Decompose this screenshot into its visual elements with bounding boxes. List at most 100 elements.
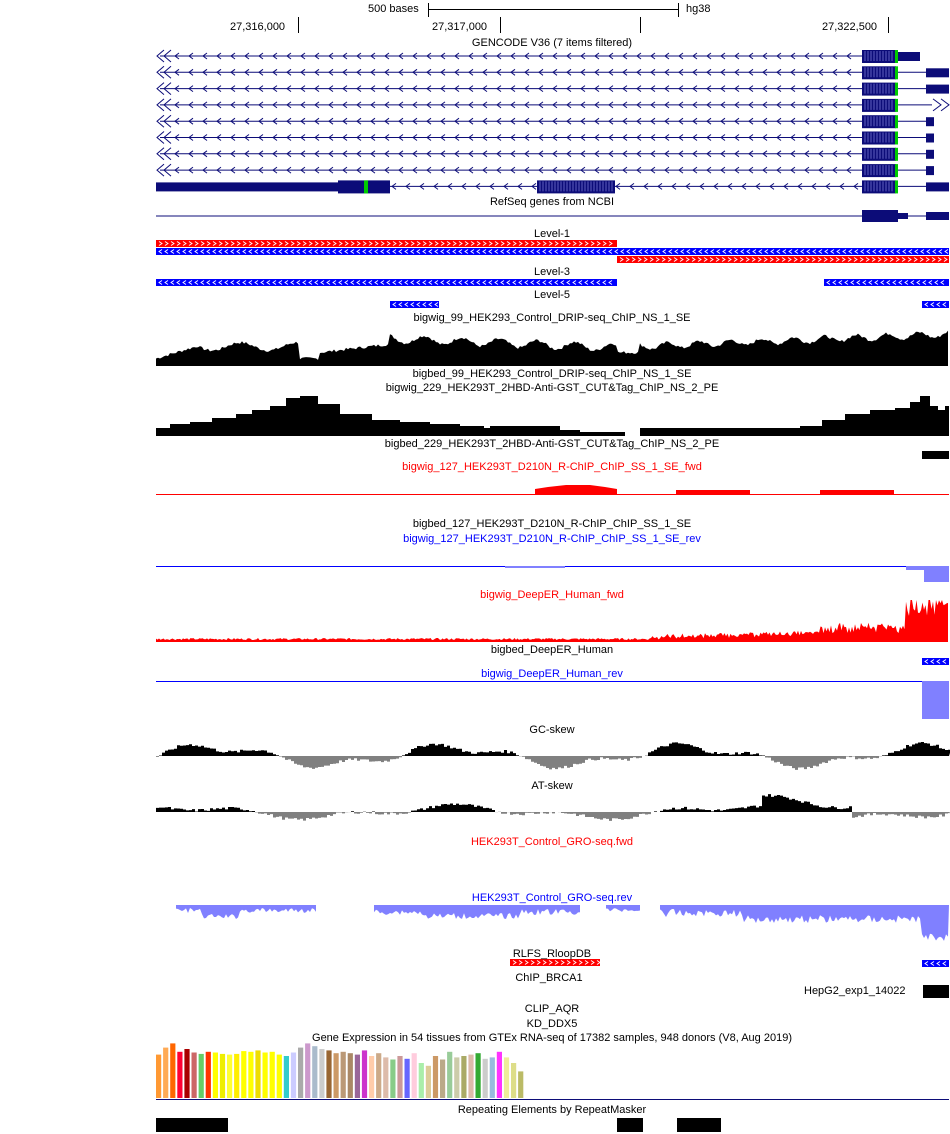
gc-skew-signal[interactable] [0, 734, 950, 778]
gro-rev-segment-4 [660, 905, 949, 941]
chip-brca1-block-chevrons [924, 961, 947, 966]
gencode-exon [926, 68, 949, 78]
gencode-exon [926, 166, 934, 176]
gencode-strand-chevrons [174, 166, 852, 174]
level-5-track[interactable] [0, 300, 950, 310]
gtex-bar [319, 1049, 325, 1098]
level-5-feature [390, 301, 439, 308]
gencode-track[interactable] [0, 48, 950, 194]
gencode-cds-block [862, 180, 896, 194]
deeper-bed-block [922, 658, 949, 665]
gencode-exon [926, 182, 949, 192]
gtex-bar [390, 1059, 396, 1098]
track-label-level-3: Level-3 [533, 266, 571, 278]
refseq-exon [898, 213, 908, 219]
gtex-bar [305, 1043, 311, 1098]
gtex-bar-chart[interactable] [0, 1043, 950, 1102]
track-label-clip-aqr: CLIP_AQR [524, 1003, 580, 1015]
level-1-feature-rev-chevrons [158, 249, 949, 254]
track-label-rlfs: RLFS_RloopDB [512, 948, 592, 960]
refseq-cds-block [862, 210, 898, 222]
repeat-element-1[interactable] [156, 1118, 228, 1132]
gtex-bar [418, 1063, 424, 1098]
bigwig-99-signal[interactable] [0, 322, 950, 366]
gtex-bar [369, 1056, 375, 1098]
refseq-track[interactable] [0, 208, 950, 224]
gtex-bar [227, 1054, 233, 1098]
repeat-element-3[interactable] [677, 1118, 721, 1132]
bigwig-99-area [156, 330, 948, 366]
track-label-gc-skew: GC-skew [529, 724, 575, 736]
coord-tick-3 [640, 17, 641, 33]
coord-tick-4 [888, 17, 889, 33]
chip-brca1-feature[interactable] [0, 959, 950, 969]
gtex-bar [163, 1047, 169, 1098]
gro-rev-signal[interactable] [0, 904, 950, 946]
deeper-bed-feature[interactable] [0, 657, 950, 667]
level-5-feature-chevrons [392, 302, 439, 307]
gtex-bar [361, 1050, 368, 1098]
gencode-start-codon [895, 115, 898, 129]
rlfs-feature[interactable] [0, 958, 950, 968]
scale-bar-right-end [678, 3, 679, 17]
track-label-hepg2: HepG2_exp1_14022 [804, 985, 906, 997]
track-label-level-5: Level-5 [533, 289, 571, 301]
deeper-bed-block-chevrons [924, 659, 947, 664]
scale-label: 500 bases [368, 3, 419, 15]
scale-bar-left-end [428, 3, 429, 17]
gtex-bar [269, 1051, 275, 1098]
gencode-cds-block [862, 115, 896, 129]
gtex-bar [184, 1049, 190, 1098]
bigwig-229-signal[interactable] [0, 392, 950, 436]
gtex-bar [219, 1053, 226, 1098]
gencode-start-codon [895, 98, 898, 112]
level-1-feature-rev [156, 248, 949, 255]
gencode-cds-block [862, 66, 896, 80]
level-3-track[interactable] [0, 278, 950, 288]
track-label-gtex: Gene Expression in 54 tissues from GTEx … [312, 1032, 792, 1044]
gencode-end-arrow [156, 82, 172, 95]
gencode-start-codon [895, 66, 898, 80]
repeat-element-2[interactable] [617, 1118, 643, 1132]
deeper-fwd-signal[interactable] [0, 598, 950, 642]
gtex-bar [482, 1058, 488, 1098]
gtex-bar [262, 1052, 268, 1098]
deeper-rev-signal[interactable] [0, 680, 950, 722]
gencode-strand-chevrons [174, 117, 852, 125]
gencode-end-arrow [932, 98, 950, 112]
track-label-bigwig-127-fwd: bigwig_127_HEK293T_D210N_R-ChIP_ChIP_SS_… [402, 461, 702, 473]
gtex-bar [283, 1056, 289, 1098]
gtex-bar [191, 1052, 197, 1098]
gtex-bar [255, 1050, 261, 1098]
gencode-end-arrow [156, 114, 172, 128]
bigwig-127-fwd-signal[interactable] [0, 476, 950, 496]
gencode-start-codon [895, 131, 898, 145]
at-skew-signal[interactable] [0, 790, 950, 834]
level-1-feature-fwd-2 [617, 256, 949, 263]
gtex-bar [205, 1051, 211, 1098]
scale-bar [428, 9, 678, 10]
gencode-start-codon [895, 50, 898, 63]
gencode-cds-block [862, 131, 896, 145]
level-1-track[interactable] [0, 240, 950, 264]
track-label-repeatmasker: Repeating Elements by RepeatMasker [457, 1104, 647, 1116]
assembly-label: hg38 [686, 3, 711, 15]
gencode-strand-chevrons [174, 52, 852, 60]
gtex-bar [234, 1053, 240, 1098]
coord-tick-1 [298, 17, 299, 33]
gtex-bar [347, 1053, 353, 1098]
gencode-start-codon [895, 82, 898, 96]
coord-label-1: 27,316,000 [230, 21, 286, 33]
gtex-bar [276, 1054, 282, 1098]
hepg2-feature[interactable] [923, 985, 949, 998]
bigwig-127-rev-block-3 [924, 566, 949, 582]
bigbed-229-feature[interactable] [922, 451, 949, 459]
track-label-bigwig-127-rev: bigwig_127_HEK293T_D210N_R-ChIP_ChIP_SS_… [403, 533, 701, 545]
gtex-bar [326, 1050, 332, 1098]
bigwig-127-rev-signal[interactable] [0, 565, 950, 585]
gencode-end-arrow [156, 147, 172, 161]
track-label-gro-fwd: HEK293T_Control_GRO-seq.fwd [470, 836, 634, 848]
gtex-bar [454, 1057, 460, 1098]
coord-tick-2 [500, 17, 501, 33]
